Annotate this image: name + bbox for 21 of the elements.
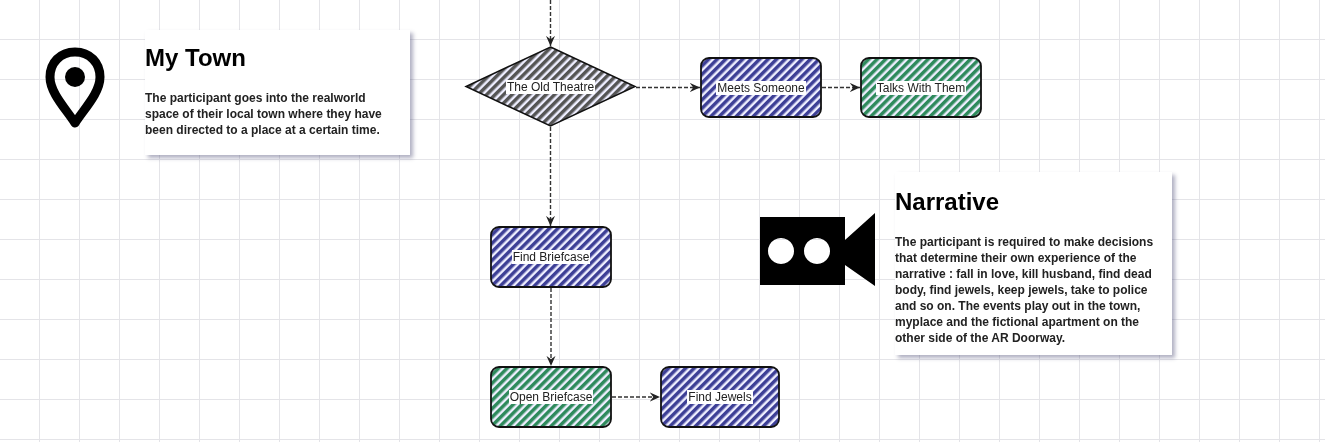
card-description: The participant is required to make decisions that determine their own experience of the narrative : fall in love, kill husband, find dead body, find jewels, keep jewels, take to police and so on. The events play out in the town, myplace and the fictional apartment on the other side of the AR Doorway. bbox=[895, 234, 1155, 346]
card-description: The participant goes into the realworld space of their local town where they have been directed to a place at a certain time. bbox=[145, 90, 383, 138]
process-box bbox=[490, 226, 612, 288]
process-box bbox=[860, 57, 982, 118]
process-box bbox=[490, 366, 612, 428]
arrow bbox=[635, 83, 701, 92]
info-card bbox=[895, 172, 1172, 355]
arrow bbox=[821, 83, 861, 92]
card-heading: Narrative bbox=[895, 188, 1001, 216]
arrow bbox=[546, 126, 555, 227]
node-label: Find Jewels bbox=[687, 390, 753, 404]
info-card bbox=[145, 30, 410, 155]
node-label: Open Briefcase bbox=[508, 390, 594, 404]
arrow bbox=[546, 0, 555, 47]
process-box bbox=[700, 57, 822, 118]
decision-diamond bbox=[465, 46, 636, 127]
card-heading: My Town bbox=[145, 44, 247, 72]
arrow bbox=[546, 287, 556, 367]
arrow bbox=[611, 392, 661, 402]
process-box bbox=[660, 366, 780, 428]
node-label: Find Briefcase bbox=[511, 250, 591, 264]
